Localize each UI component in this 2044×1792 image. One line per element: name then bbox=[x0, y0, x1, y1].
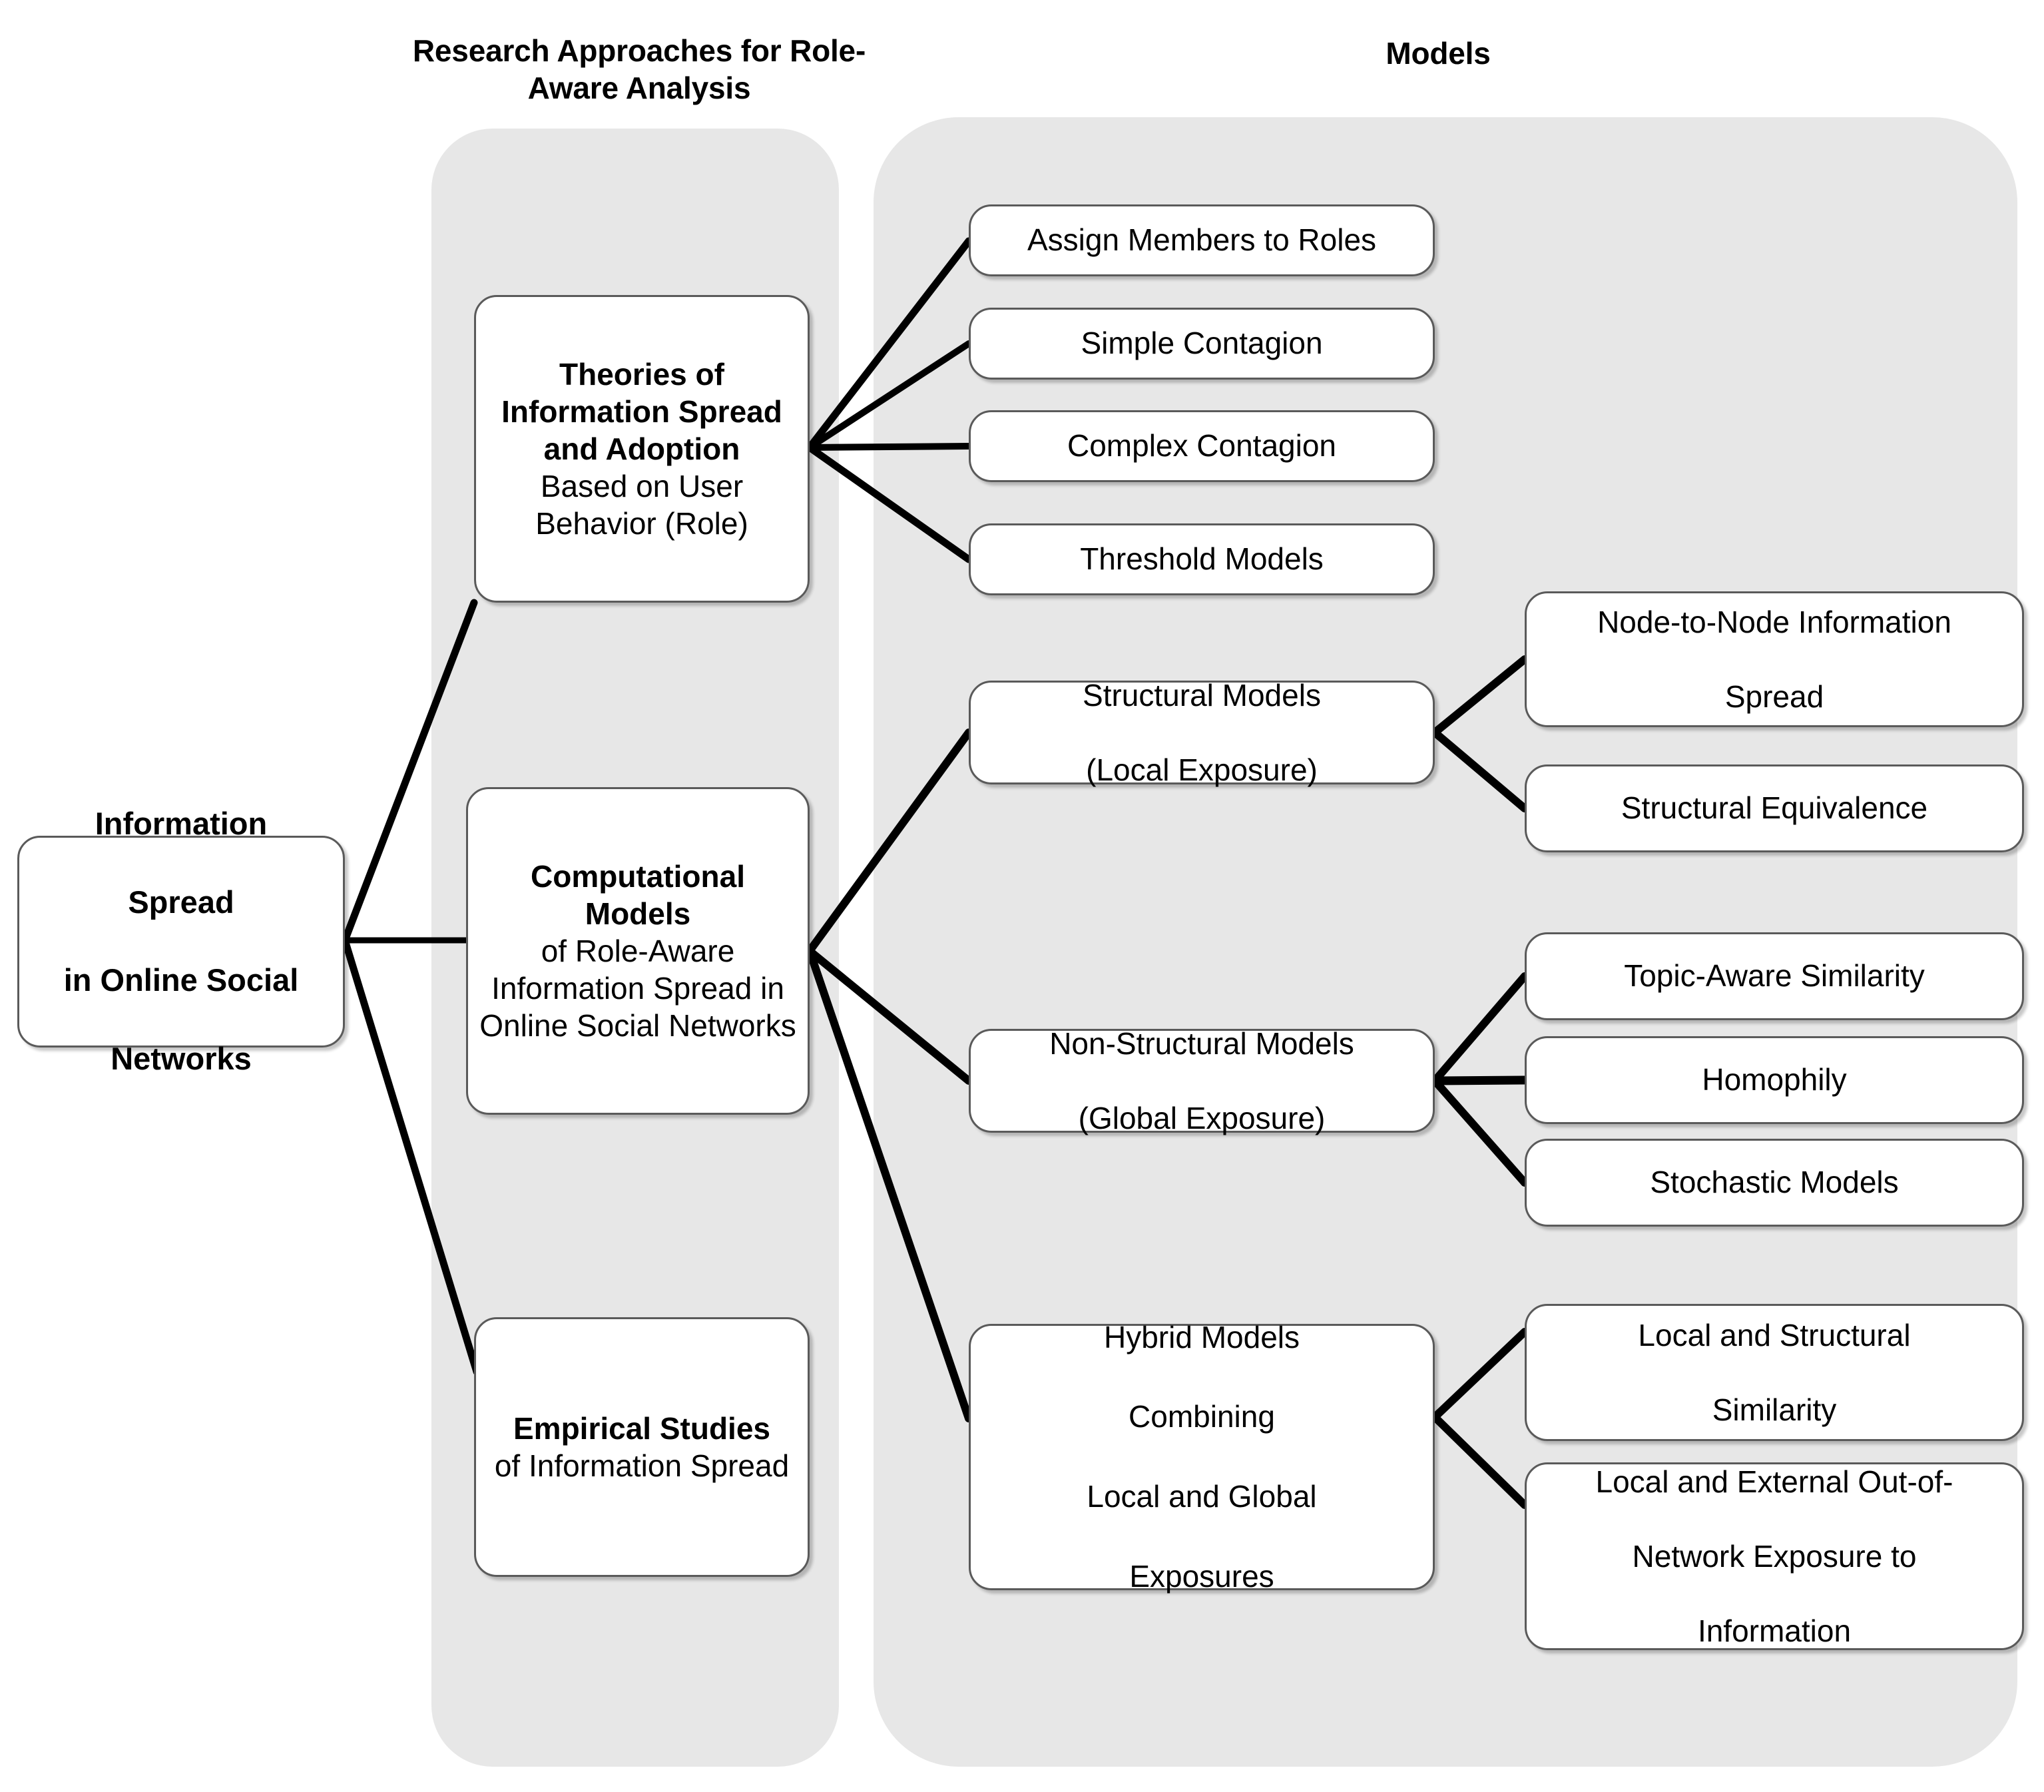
node-to-node-line-2: Spread bbox=[1724, 679, 1824, 715]
non-structural-models-line-2: (Global Exposure) bbox=[1078, 1101, 1326, 1136]
local-and-structural-similarity-label: Local and Structural Similarity bbox=[1535, 1317, 2014, 1428]
computational-bold-text: Computational Models bbox=[531, 858, 745, 931]
empirical-label: Empirical Studies of Information Spread bbox=[484, 1410, 800, 1484]
root-label: Information Spread in Online Social Netw… bbox=[27, 804, 335, 1078]
hybrid-models-line-3: Local and Global bbox=[1087, 1478, 1317, 1514]
theories-bold-text: Theories of Information Spread and Adopt… bbox=[501, 356, 782, 466]
node-hybrid-models-combining-local-and-global-exposures[interactable]: Hybrid Models Combining Local and Global… bbox=[969, 1320, 1435, 1594]
threshold-models-label: Threshold Models bbox=[1080, 541, 1324, 577]
approaches-title-line-2: Role-Aware Analysis bbox=[527, 33, 866, 106]
node-local-and-external-out-of-network-exposure-to-information[interactable]: Local and External Out-of- Network Expos… bbox=[1525, 1462, 2024, 1650]
non-structural-models-line-1: Non-Structural Models bbox=[1049, 1026, 1354, 1061]
computational-regular-text: of Role-Aware Information Spread in Onli… bbox=[479, 933, 796, 1044]
structural-models-line-1: Structural Models bbox=[1083, 677, 1321, 713]
research-approaches-column-title: Research Approaches for Role-Aware Analy… bbox=[373, 32, 905, 107]
complex-contagion-label: Complex Contagion bbox=[1067, 428, 1336, 463]
models-column-title: Models bbox=[1386, 36, 1491, 71]
structural-models-label: Structural Models (Local Exposure) bbox=[979, 677, 1425, 788]
theories-label: Theories of Information Spread and Adopt… bbox=[484, 356, 800, 543]
node-structural-equivalence[interactable]: Structural Equivalence bbox=[1525, 764, 2024, 852]
root-line-1: Information bbox=[95, 806, 268, 842]
node-homophily[interactable]: Homophily bbox=[1525, 1036, 2024, 1124]
hybrid-models-line-4: Exposures bbox=[1129, 1558, 1274, 1594]
simple-contagion-label: Simple Contagion bbox=[1081, 326, 1323, 361]
hybrid-models-line-2: Combining bbox=[1129, 1399, 1275, 1434]
node-structural-models-local-exposure[interactable]: Structural Models (Local Exposure) bbox=[969, 678, 1435, 787]
node-to-node-label: Node-to-Node Information Spread bbox=[1535, 603, 2014, 715]
hybrid-models-label: Hybrid Models Combining Local and Global… bbox=[979, 1318, 1425, 1597]
root-line-2: Spread bbox=[128, 884, 234, 920]
approaches-title-line-1: Research Approaches for bbox=[412, 33, 782, 68]
root-line-3: in Online Social bbox=[63, 962, 299, 998]
structural-equivalence-label: Structural Equivalence bbox=[1621, 790, 1928, 826]
local-and-structural-similarity-line-2: Similarity bbox=[1712, 1392, 1837, 1428]
homophily-label: Homophily bbox=[1702, 1062, 1847, 1097]
node-to-node-line-1: Node-to-Node Information bbox=[1597, 604, 1951, 639]
node-topic-aware-similarity[interactable]: Topic-Aware Similarity bbox=[1525, 932, 2024, 1020]
node-theories-of-information-spread-and-adoption[interactable]: Theories of Information Spread and Adopt… bbox=[474, 295, 810, 603]
local-and-structural-similarity-line-1: Local and Structural bbox=[1638, 1317, 1911, 1352]
node-information-spread-in-online-social-networks[interactable]: Information Spread in Online Social Netw… bbox=[17, 806, 345, 1076]
local-and-external-line-2: Network Exposure to bbox=[1632, 1538, 1917, 1574]
non-structural-models-label: Non-Structural Models (Global Exposure) bbox=[979, 1025, 1425, 1137]
local-and-external-line-1: Local and External Out-of- bbox=[1595, 1464, 1953, 1499]
node-node-to-node-information-spread[interactable]: Node-to-Node Information Spread bbox=[1525, 591, 2024, 727]
node-local-and-structural-similarity[interactable]: Local and Structural Similarity bbox=[1525, 1304, 2024, 1441]
local-and-external-line-3: Information bbox=[1697, 1614, 1852, 1649]
computational-label: Computational Models of Role-Aware Infor… bbox=[476, 858, 800, 1045]
node-non-structural-models-global-exposure[interactable]: Non-Structural Models (Global Exposure) bbox=[969, 1026, 1435, 1135]
node-complex-contagion[interactable]: Complex Contagion bbox=[969, 410, 1435, 482]
local-and-external-label: Local and External Out-of- Network Expos… bbox=[1535, 1463, 2014, 1650]
root-line-4: Networks bbox=[111, 1040, 252, 1076]
theories-regular-text: Based on User Behavior (Role) bbox=[535, 469, 748, 541]
empirical-regular-text: of Information Spread bbox=[494, 1448, 790, 1483]
structural-models-line-2: (Local Exposure) bbox=[1086, 752, 1318, 788]
empirical-bold-text: Empirical Studies bbox=[513, 1410, 770, 1446]
assign-members-to-roles-label: Assign Members to Roles bbox=[1027, 222, 1377, 258]
node-stochastic-models[interactable]: Stochastic Models bbox=[1525, 1139, 2024, 1227]
node-simple-contagion[interactable]: Simple Contagion bbox=[969, 308, 1435, 380]
stochastic-models-label: Stochastic Models bbox=[1650, 1165, 1899, 1200]
hybrid-models-line-1: Hybrid Models bbox=[1104, 1319, 1300, 1354]
node-empirical-studies-of-information-spread[interactable]: Empirical Studies of Information Spread bbox=[474, 1317, 810, 1577]
node-threshold-models[interactable]: Threshold Models bbox=[969, 523, 1435, 595]
node-computational-models-of-role-aware-information-spread[interactable]: Computational Models of Role-Aware Infor… bbox=[466, 787, 810, 1115]
topic-aware-similarity-label: Topic-Aware Similarity bbox=[1624, 958, 1925, 994]
node-assign-members-to-roles[interactable]: Assign Members to Roles bbox=[969, 204, 1435, 276]
